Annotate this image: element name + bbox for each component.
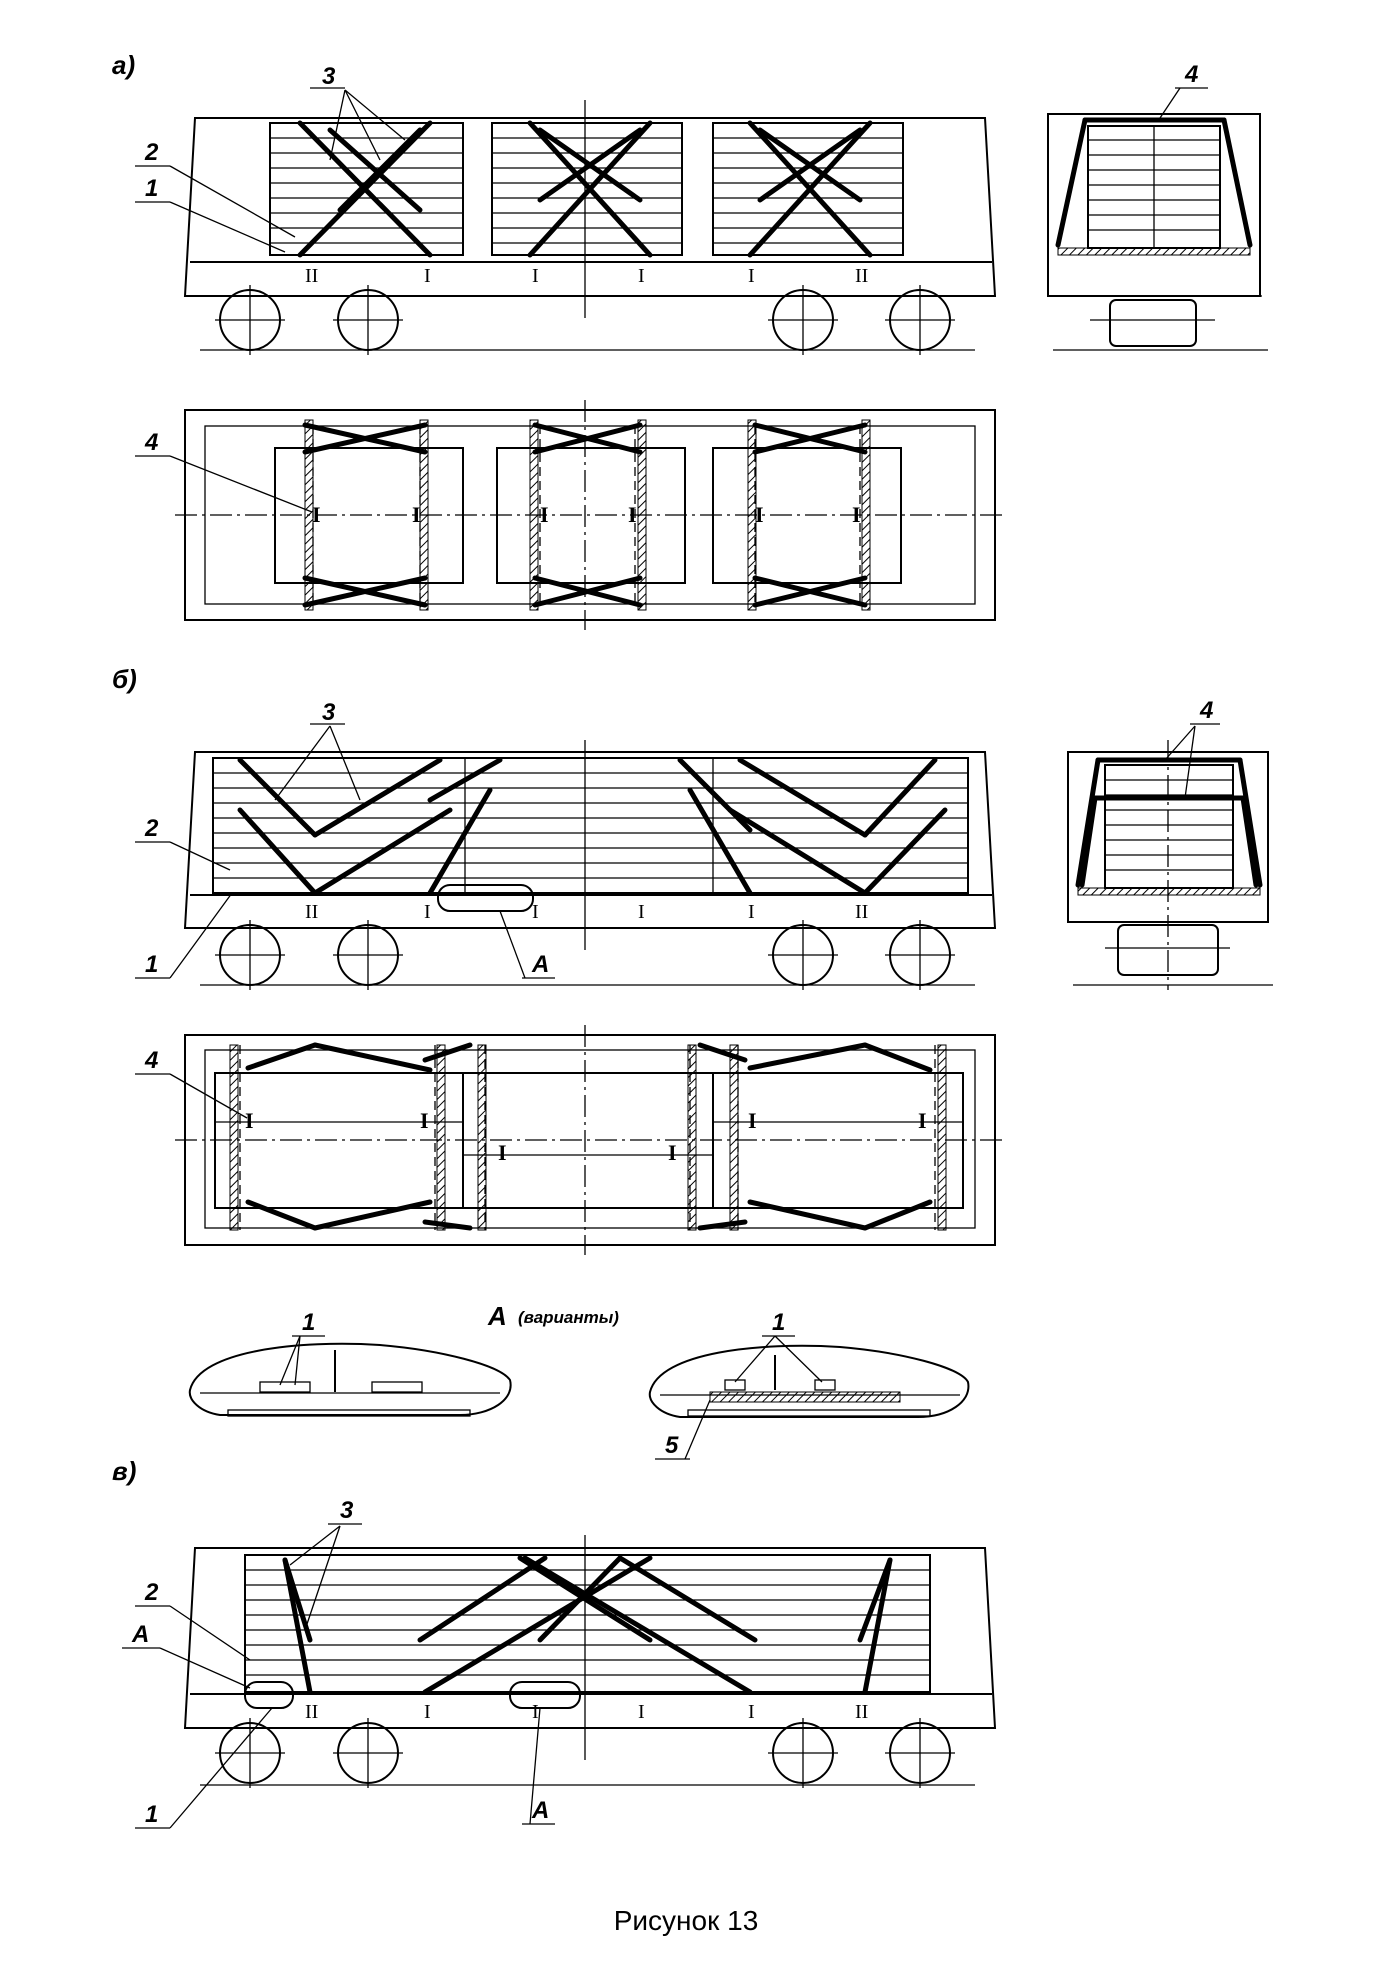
svg-text:1: 1 [145,951,158,978]
section-v-label: в) [112,1456,136,1486]
section-mark: I [532,265,539,287]
callout-1: 1 [145,175,158,202]
svg-text:I: I [498,1140,507,1165]
section-b-label: б) [112,664,137,694]
svg-text:II: II [305,1701,318,1723]
svg-text:А: А [531,1797,549,1824]
section-mark: II [855,265,868,287]
plan-package-1: I I [274,419,464,611]
svg-text:I: I [748,1108,757,1133]
side-view-b: II I I I I II 3 2 1 А [135,699,997,990]
svg-text:I: I [312,502,321,527]
svg-text:1: 1 [772,1309,785,1336]
svg-text:2: 2 [144,1579,159,1606]
svg-text:1: 1 [302,1309,315,1336]
figure-caption: Рисунок 13 [614,1905,759,1936]
svg-text:А: А [531,951,549,978]
detail-a-title: А [487,1301,507,1331]
svg-text:I: I [540,502,549,527]
svg-text:I: I [638,901,645,923]
svg-text:I: I [420,1108,429,1133]
section-mark: I [424,265,431,287]
svg-text:I: I [628,502,637,527]
detail-a-variants: А (варианты) 1 [188,1301,970,1460]
wagon-body-outline [183,117,997,297]
section-mark: I [638,265,645,287]
svg-text:I: I [852,502,861,527]
svg-text:II: II [855,1701,868,1723]
plan-package-3: I I [712,419,902,611]
svg-text:I: I [412,502,421,527]
svg-text:I: I [245,1108,254,1133]
callout-4: 4 [144,429,158,456]
svg-text:I: I [532,901,539,923]
detail-a-variants-label: (варианты) [518,1308,619,1327]
section-mark: I [748,265,755,287]
callout-2: 2 [144,139,159,166]
package-stack-1 [269,120,464,258]
svg-text:А: А [131,1621,149,1648]
side-view-a: II I I I I II 3 2 1 [135,63,997,355]
svg-text:II: II [855,901,868,923]
callout-4: 4 [1184,61,1198,88]
section-a-label: а) [112,50,135,80]
end-view-b: 4 [1067,697,1273,990]
svg-text:I: I [748,901,755,923]
section-v: в) II I [112,1456,997,1829]
variant-1: 1 [188,1309,512,1417]
svg-text:I: I [748,1701,755,1723]
svg-text:I: I [424,1701,431,1723]
svg-text:2: 2 [144,815,159,842]
svg-text:1: 1 [145,1801,158,1828]
svg-text:I: I [424,901,431,923]
variant-2: 1 5 [648,1309,970,1460]
svg-text:I: I [638,1701,645,1723]
svg-text:I: I [532,1701,539,1723]
section-a: а) [112,50,1268,630]
svg-text:I: I [755,502,764,527]
svg-text:3: 3 [340,1497,354,1524]
callout-3: 3 [322,63,336,90]
plan-view-b: I I I I I I 4 [135,1025,1005,1255]
plan-package-2: I I [496,419,686,611]
package-stack-3 [712,120,904,258]
plan-view-a: I I I I I [135,400,1005,630]
package-stack-2 [491,120,683,258]
end-view-a: 4 [1047,61,1268,351]
wheelset-group [215,285,955,355]
section-mark: II [305,265,318,287]
side-view-v: II I I I I II 3 2 А 1 А [122,1497,997,1829]
svg-text:3: 3 [322,699,336,726]
svg-text:4: 4 [1199,697,1213,724]
section-b: б) II I I I I [112,664,1273,1460]
svg-text:5: 5 [665,1432,679,1459]
svg-text:II: II [305,901,318,923]
svg-text:4: 4 [144,1047,158,1074]
svg-text:I: I [668,1140,677,1165]
svg-text:I: I [918,1108,927,1133]
